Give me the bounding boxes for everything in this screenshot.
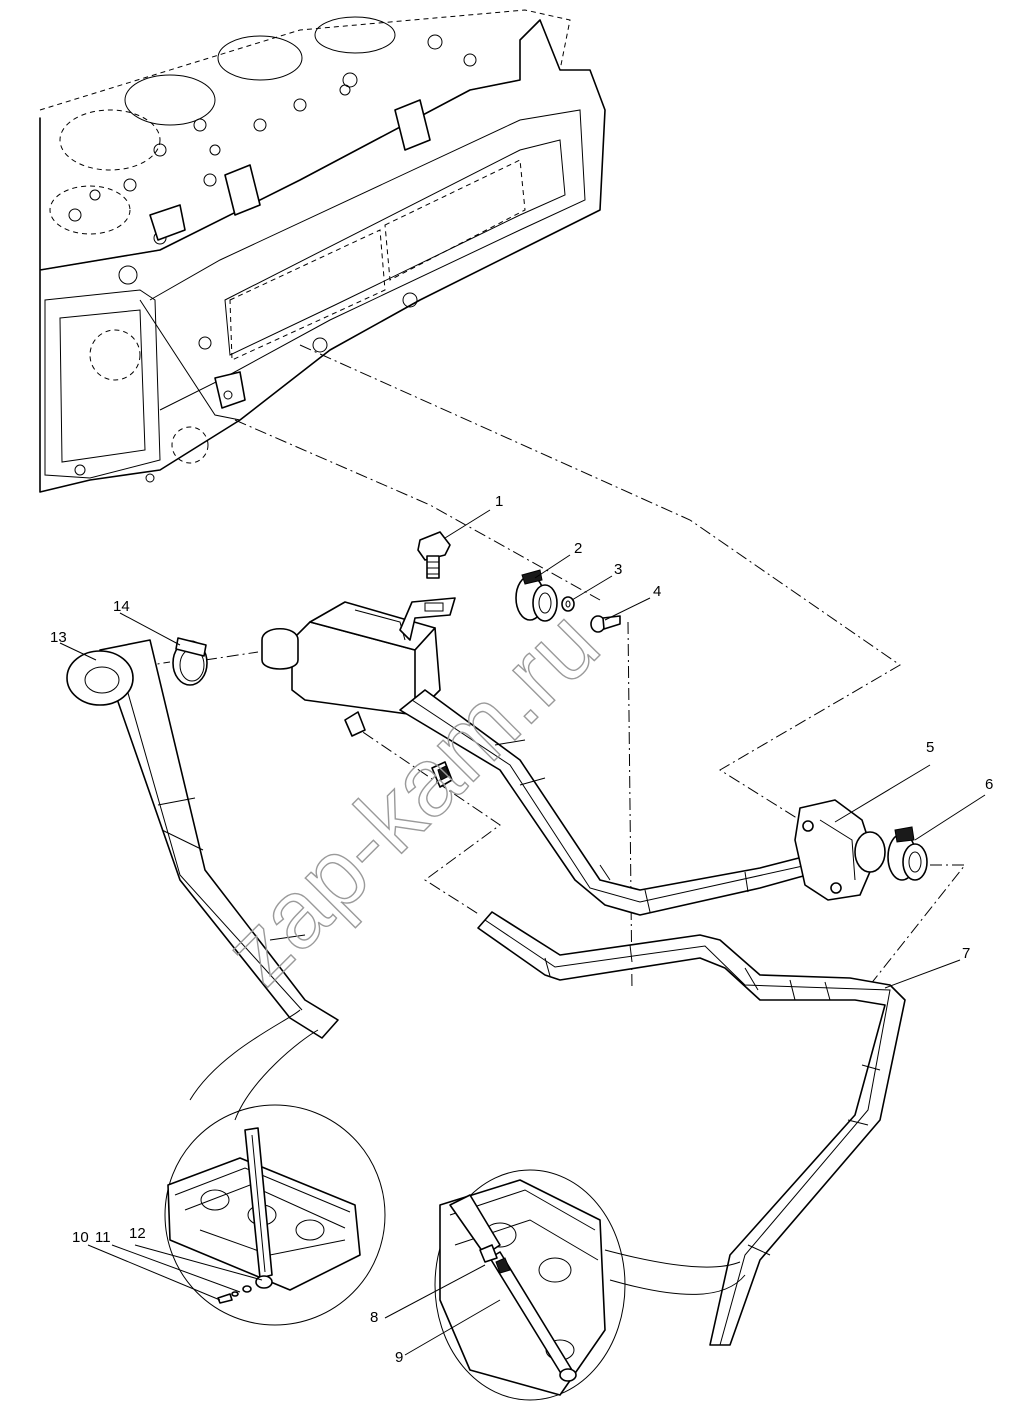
- callout-4: 4: [653, 583, 661, 600]
- callout-8: 8: [370, 1309, 378, 1326]
- callout-1: 1: [495, 493, 503, 510]
- callout-13: 13: [50, 629, 67, 646]
- oil-hose-13: [66, 639, 339, 1039]
- clamp-2: [515, 569, 558, 622]
- clip-small: [431, 761, 453, 788]
- callout-9: 9: [395, 1349, 403, 1366]
- hose-7: [477, 911, 906, 1346]
- engine-block: [39, 9, 606, 493]
- bolt-4: [590, 615, 621, 633]
- leader-lines: [59, 509, 986, 1356]
- callout-5: 5: [926, 739, 934, 756]
- hose-clamp-14: [172, 637, 208, 686]
- callout-14: 14: [113, 598, 130, 615]
- detail-view-left: [164, 1009, 386, 1326]
- callout-10: 10: [72, 1229, 89, 1246]
- callout-7: 7: [962, 945, 970, 962]
- flange-5: [794, 799, 886, 901]
- clamp-6: [887, 826, 928, 881]
- washer-3: [561, 596, 575, 612]
- callout-6: 6: [985, 776, 993, 793]
- callout-12: 12: [129, 1225, 146, 1242]
- callout-11: 11: [95, 1229, 111, 1246]
- callout-labels: 1 2 3 4 5 6 7 8 9 10 11 12 13 14: [50, 493, 993, 1366]
- callout-3: 3: [614, 561, 622, 578]
- bolt-1: [417, 531, 451, 579]
- detail-view-right: [434, 1169, 746, 1401]
- callout-2: 2: [574, 540, 582, 557]
